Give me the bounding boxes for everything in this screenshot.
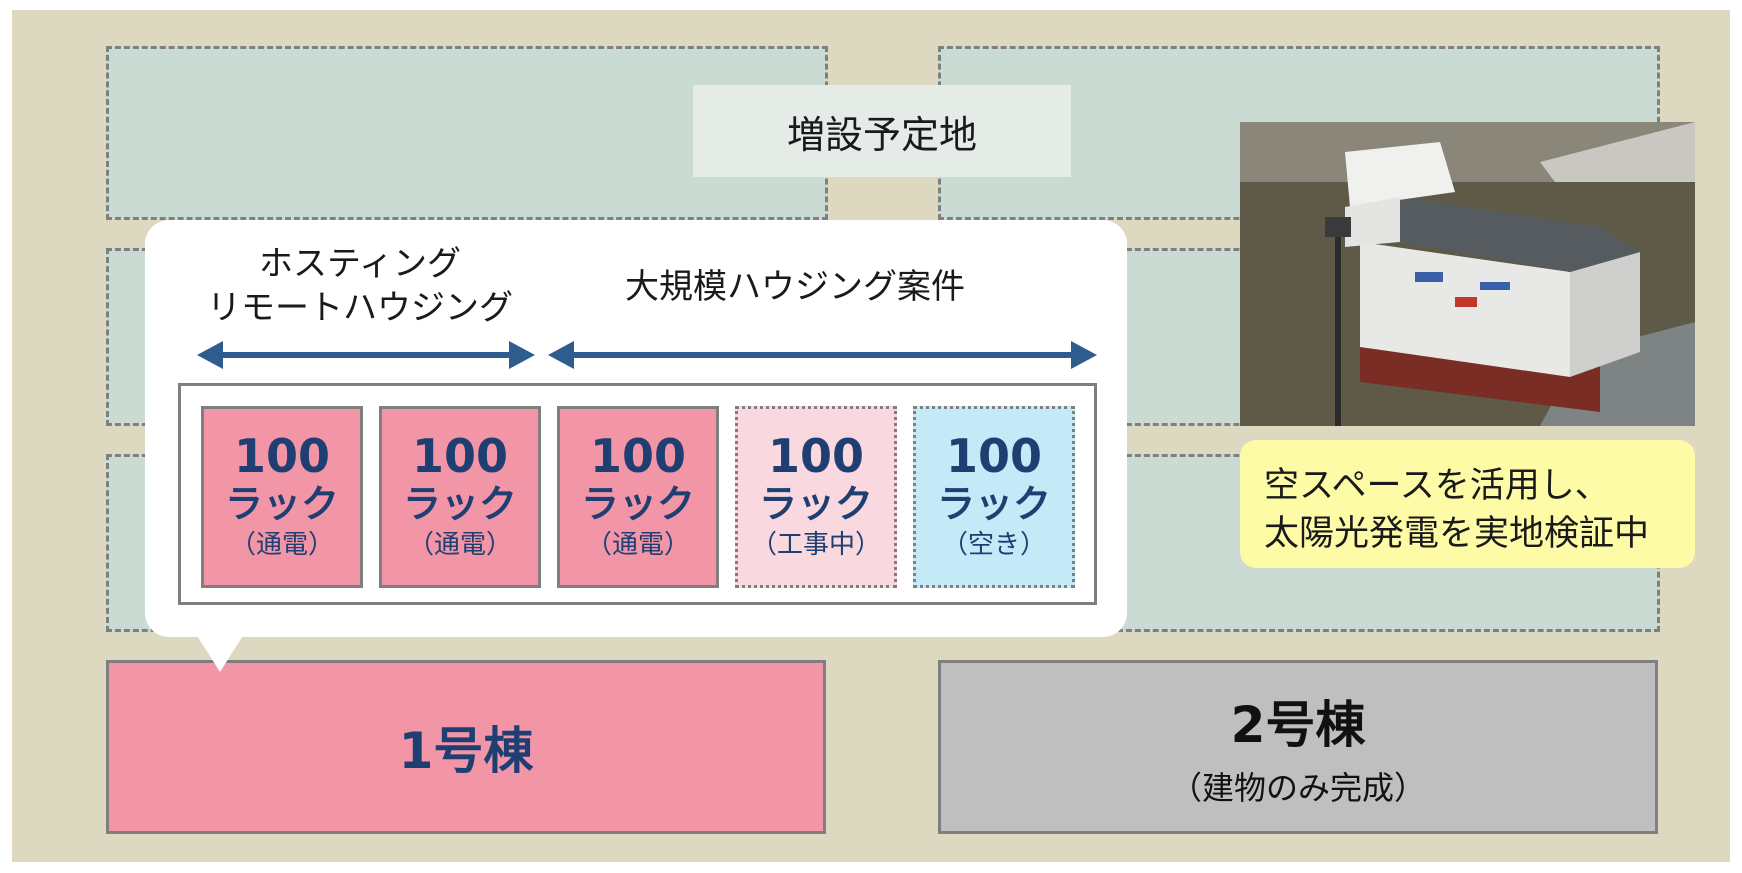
building-2: 2号棟 （建物のみ完成） — [938, 660, 1658, 834]
rack-unit: ラック — [936, 482, 1051, 526]
solar-callout: 空スペースを活用し、 太陽光発電を実地検証中 — [1240, 440, 1695, 568]
hosting-label-line2: リモートハウジング — [207, 288, 513, 328]
rack-status: （通電） — [229, 530, 334, 560]
rack-status: （通電） — [407, 530, 512, 560]
rack-group: 100 ラック （通電） 100 ラック （通電） 100 ラック （通電） 1… — [178, 383, 1097, 605]
rack-unit: ラック — [580, 482, 695, 526]
rack-block-4: 100 ラック （工事中） — [735, 406, 897, 588]
building-2-note: （建物のみ完成） — [1169, 769, 1426, 807]
rack-block-2: 100 ラック （通電） — [379, 406, 541, 588]
rack-unit: ラック — [402, 482, 517, 526]
rack-block-1: 100 ラック （通電） — [201, 406, 363, 588]
rack-unit: ラック — [758, 482, 873, 526]
building-1: 1号棟 — [106, 660, 826, 834]
rack-status: （空き） — [941, 530, 1046, 560]
hosting-label-line1: ホスティング — [259, 244, 461, 284]
rack-count: 100 — [767, 429, 865, 483]
rack-block-3: 100 ラック （通電） — [557, 406, 719, 588]
rack-status: （工事中） — [750, 530, 881, 560]
rack-block-5: 100 ラック （空き） — [913, 406, 1075, 588]
rack-unit: ラック — [224, 482, 339, 526]
rack-count: 100 — [589, 429, 687, 483]
solar-callout-line1: 空スペースを活用し、 — [1264, 466, 1610, 506]
rack-count: 100 — [945, 429, 1043, 483]
photo-image — [1240, 122, 1695, 426]
solar-container-photo — [1240, 122, 1695, 426]
building-1-name: 1号棟 — [398, 722, 534, 780]
hosting-range-arrow — [197, 341, 535, 369]
rack-status: （通電） — [585, 530, 690, 560]
range-arrows — [197, 341, 1097, 369]
hosting-group-label: ホスティング リモートハウジング — [190, 242, 530, 330]
popup-pointer — [196, 634, 244, 672]
building-1-detail-popup: ホスティング リモートハウジング 大規模ハウジング案件 100 ラック （通電）… — [145, 220, 1127, 637]
rack-count: 100 — [411, 429, 509, 483]
rack-count: 100 — [233, 429, 331, 483]
large-housing-group-label: 大規模ハウジング案件 — [625, 267, 965, 307]
building-2-name: 2号棟 — [1230, 696, 1366, 754]
solar-callout-line2: 太陽光発電を実地検証中 — [1264, 514, 1650, 554]
large-housing-range-arrow — [548, 341, 1097, 369]
expansion-site-label: 増設予定地 — [693, 85, 1071, 177]
